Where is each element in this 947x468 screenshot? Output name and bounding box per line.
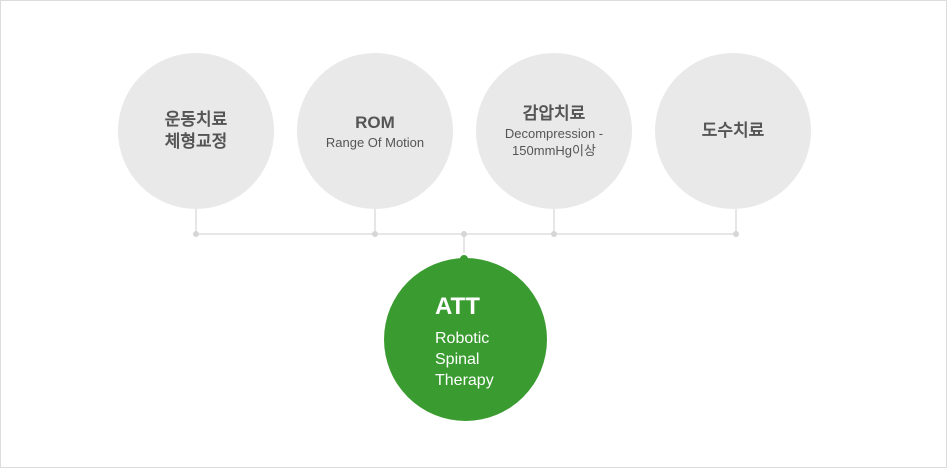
connector-dot-3: [461, 231, 467, 237]
treatment-subtitle: Range Of Motion: [325, 134, 425, 150]
treatment-circle-decompression: 감압치료 Decompression - 150mmHg이상: [476, 53, 632, 209]
main-treatment-circle: ATT Robotic Spinal Therapy: [384, 258, 547, 421]
main-treatment-description: Robotic Spinal Therapy: [435, 330, 494, 389]
connector-dot-5: [733, 231, 739, 237]
treatment-title: 도수치료: [701, 121, 765, 140]
connector-dot-4: [551, 231, 557, 237]
treatment-subtitle: Decompression - 150mmHg이상: [504, 126, 604, 158]
treatment-title: ROM: [355, 112, 395, 132]
connector-dot-1: [193, 231, 199, 237]
main-treatment-title: ATT: [435, 293, 480, 320]
treatment-circle-rom: ROM Range Of Motion: [297, 53, 453, 209]
treatment-title: 감압치료: [522, 104, 586, 123]
treatment-title: 운동치료: [164, 110, 228, 129]
connector-dot-2: [372, 231, 378, 237]
treatment-circle-exercise: 운동치료 체형교정: [118, 53, 274, 209]
treatment-title-line2: 체형교정: [164, 132, 228, 151]
treatment-circle-manual: 도수치료: [655, 53, 811, 209]
